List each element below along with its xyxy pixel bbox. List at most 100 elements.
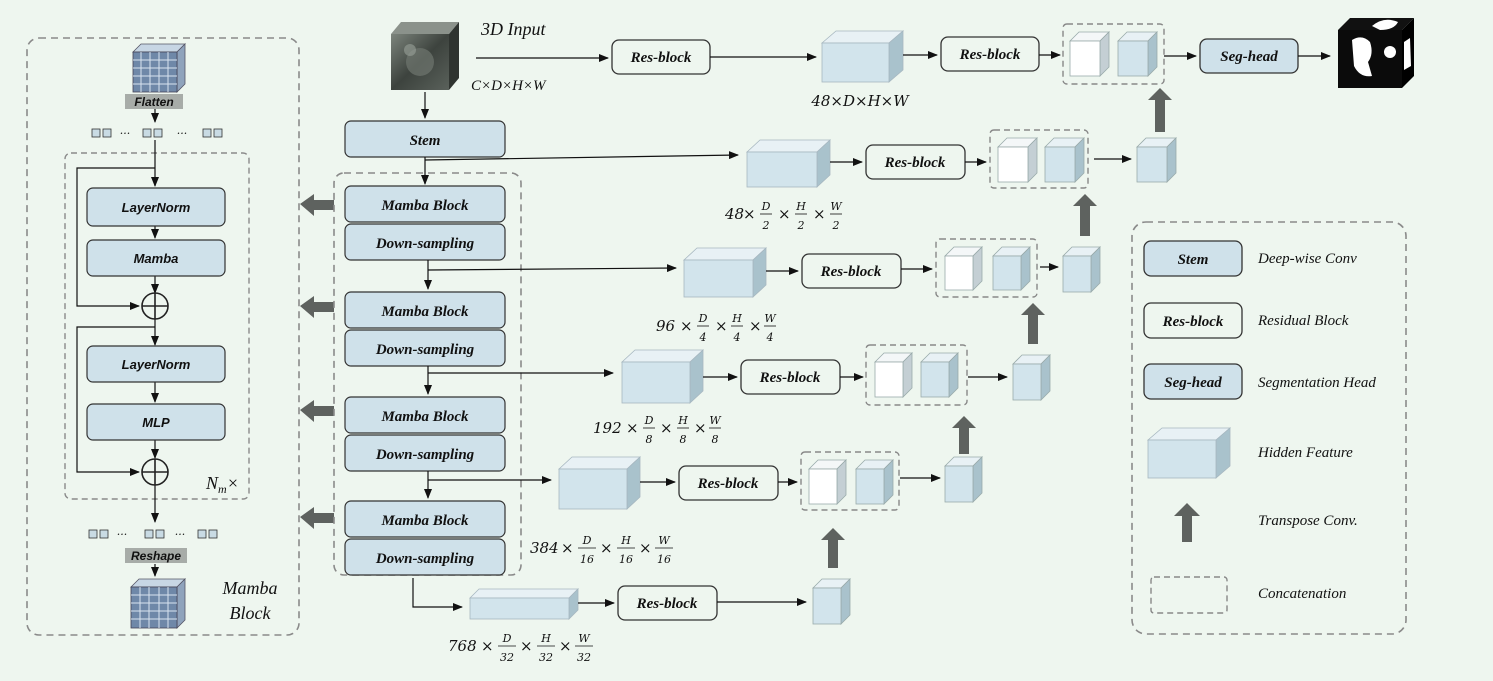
legend-frame (1131, 221, 1407, 635)
add-icon (141, 292, 169, 320)
down-sampling-2 (344, 329, 506, 367)
svg-text:×: × (660, 419, 673, 437)
res-block-label: Res-block (759, 370, 821, 386)
svg-text:D: D (644, 414, 654, 427)
legend-stem-desc: Deep-wise Conv (1257, 251, 1357, 267)
hidden-feature-cube (820, 30, 905, 83)
feature-dims-1: 48 × D 2 × H 2 × W 2 (724, 200, 843, 232)
token-grid-top-icon (132, 43, 186, 93)
svg-text:H: H (540, 632, 551, 645)
svg-text:32: 32 (500, 651, 514, 664)
svg-text:D: D (761, 200, 771, 213)
hidden-feature-cube (682, 247, 768, 298)
legend-hidden-desc: Hidden Feature (1257, 445, 1353, 461)
svg-text:H: H (677, 414, 688, 427)
svg-text:8: 8 (712, 433, 719, 446)
legend-seg-key: Seg-head (1164, 375, 1222, 391)
concat-frame-3 (865, 344, 968, 406)
add-icon (141, 458, 169, 486)
transpose-conv-arrow-icon (1021, 303, 1045, 344)
res-block-4 (678, 465, 779, 501)
transpose-conv-arrow-icon (952, 416, 976, 454)
legend-seg-swatch (1143, 363, 1243, 400)
svg-text:384: 384 (530, 539, 559, 557)
svg-text:H: H (620, 534, 631, 547)
res-block-label: Res-block (884, 155, 946, 171)
svg-text:2: 2 (762, 219, 770, 232)
flatten-label-bg (125, 94, 183, 109)
legend-hidden-feature-icon (1146, 427, 1232, 479)
svg-text:×: × (520, 637, 533, 655)
hidden-feature-cube (920, 352, 959, 398)
hidden-feature-cube-white (874, 352, 913, 398)
transpose-conv-arrow-icon (1073, 194, 1097, 236)
hidden-feature-cube (1044, 137, 1085, 183)
feature-dims-5: 768 × D 32 × H 32 × W 32 (448, 632, 593, 664)
svg-text:W: W (658, 534, 671, 547)
svg-text:W: W (764, 312, 777, 325)
token-row-top: ··· ··· (91, 127, 223, 140)
svg-text:W: W (578, 632, 591, 645)
reshape-label: Reshape (131, 549, 181, 563)
legend: Stem Deep-wise Conv Res-block Residual B… (1131, 221, 1407, 635)
concat-frame-1 (989, 129, 1089, 189)
down-sampling-label-4: Down-sampling (375, 551, 475, 567)
feature-dims-4: 384 × D 16 × H 16 × W 16 (530, 534, 673, 566)
upsampled-feature-cube (1012, 354, 1051, 401)
repeat-frame (64, 152, 250, 500)
mamba-block-caption-2: Block (230, 603, 272, 623)
hidden-feature-cube-white (997, 137, 1038, 183)
mamba-detail-frame (26, 37, 300, 636)
layernorm-block-2 (86, 345, 226, 383)
hidden-feature-cube-white (944, 246, 983, 291)
svg-text:H: H (731, 312, 742, 325)
segmentation-output-icon (1338, 18, 1414, 88)
seg-head-label: Seg-head (1220, 49, 1278, 65)
encoder: 3D Input C×D×H×W Stem Mamba Block Down-s… (333, 19, 547, 576)
layernorm-label-2: LayerNorm (122, 357, 191, 372)
svg-text:2: 2 (797, 219, 805, 232)
svg-text:W: W (830, 200, 843, 213)
mamba-block-label-3: Mamba Block (380, 409, 469, 425)
feature-dims-2: 96 × D 4 × H 4 × W 4 (656, 312, 777, 344)
svg-text:4: 4 (766, 331, 774, 344)
upsampled-feature-cube (812, 578, 851, 625)
input-volume-icon (391, 22, 459, 90)
feature-dims-3: 192 × D 8 × H 8 × W 8 (593, 414, 722, 446)
svg-text:96: 96 (656, 317, 676, 335)
res-block-5 (617, 585, 718, 621)
res-block-2 (801, 253, 902, 289)
legend-transpose-desc: Transpose Conv. (1258, 513, 1358, 529)
legend-transpose-conv-icon (1174, 503, 1200, 542)
concat-frame-4 (800, 451, 900, 511)
expand-arrows (300, 194, 334, 529)
hidden-feature-cube-white (1069, 31, 1110, 77)
mamba-block-label-2: Mamba Block (380, 304, 469, 320)
input-title: 3D Input (480, 19, 546, 39)
down-sampling-4 (344, 538, 506, 576)
input-dims: C×D×H×W (471, 78, 547, 94)
upsampled-feature-cube (1062, 246, 1101, 293)
mamba-block-detail: Flatten ··· ··· Nm× LayerNorm Mam (26, 37, 300, 636)
svg-text:×: × (680, 317, 693, 335)
svg-text:×: × (559, 637, 572, 655)
mamba-block-label-4: Mamba Block (380, 513, 469, 529)
concat-frame-2 (935, 238, 1038, 298)
mamba-block-4 (344, 500, 506, 538)
down-sampling-label-2: Down-sampling (375, 342, 475, 358)
hidden-feature-cube (992, 246, 1031, 291)
svg-text:16: 16 (619, 553, 633, 566)
svg-text:H: H (795, 200, 806, 213)
mlp-label: MLP (142, 415, 170, 430)
repeat-count-label: Nm× (205, 473, 239, 496)
res-block-label: Res-block (630, 50, 692, 66)
legend-concat-icon (1150, 576, 1228, 614)
expand-arrow-icon (300, 507, 334, 529)
transpose-conv-arrow-icon (821, 528, 845, 568)
res-block-label: Res-block (959, 47, 1021, 63)
res-block-label: Res-block (636, 596, 698, 612)
legend-res-desc: Residual Block (1257, 313, 1349, 329)
svg-text:×: × (639, 539, 652, 557)
token-ellipsis: ··· (175, 528, 186, 541)
token-ellipsis: ··· (117, 528, 128, 541)
